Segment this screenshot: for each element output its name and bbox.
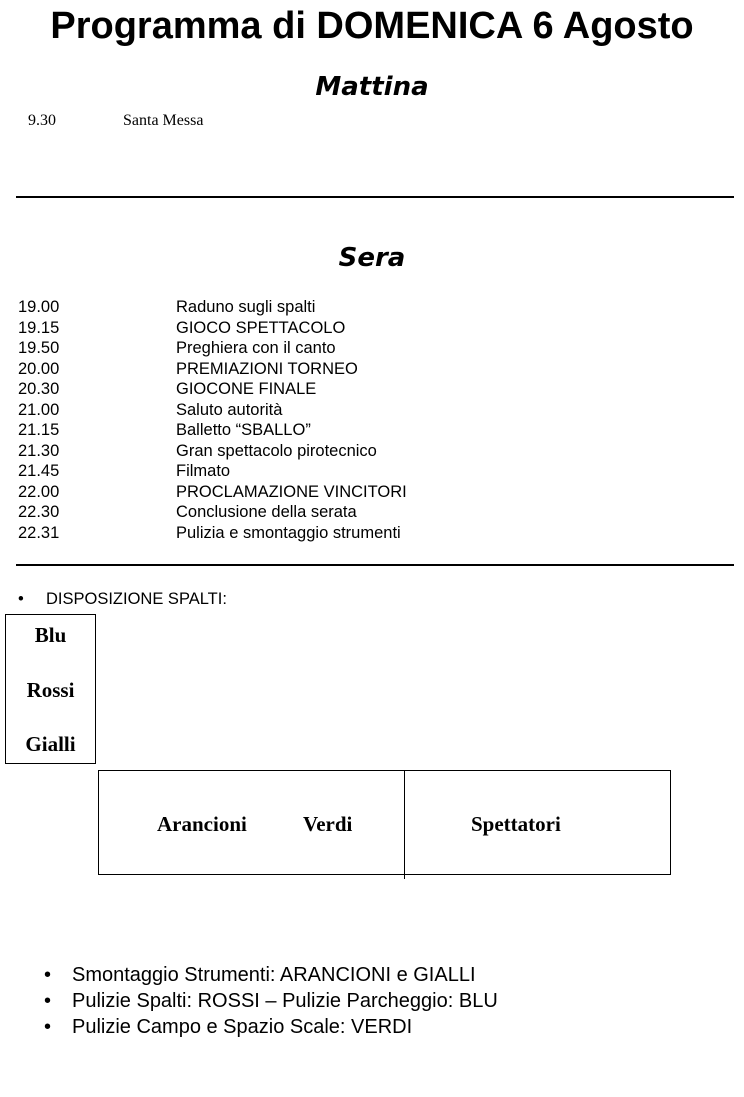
schedule-time: 21.30 [18,441,60,460]
schedule-time: 21.15 [18,421,60,439]
schedule-event: GIOCO SPETTACOLO [176,318,346,337]
mattina-event: Santa Messa [123,112,204,129]
schedule-event: Raduno sugli spalti [176,298,316,316]
schedule-time: 19.15 [18,318,60,337]
spalti-arancioni: Arancioni [157,812,247,836]
schedule-event: Preghiera con il canto [176,339,336,357]
schedule-time: 22.30 [18,503,60,521]
spalti-rossi: Rossi [26,678,75,702]
schedule-time: 19.50 [18,339,60,357]
schedule-event: PREMIAZIONI TORNEO [176,359,358,378]
spalti-divider [404,771,405,879]
schedule-time: 20.30 [18,380,60,398]
schedule-time: 21.00 [18,400,60,419]
spalti-left-box: Blu Rossi Gialli [5,614,96,764]
schedule-time: 19.00 [18,298,60,316]
divider-bottom [16,564,734,566]
schedule-event: Filmato [176,462,231,480]
schedule-time: 21.45 [18,462,60,480]
bullet-icon: • [44,1016,52,1038]
sera-heading: Sera [338,243,406,273]
schedule-time: 20.00 [18,359,60,378]
task-list: •Smontaggio Strumenti: ARANCIONI e GIALL… [44,962,498,1040]
schedule-event: Saluto autorità [176,400,283,419]
list-item: •Pulizie Campo e Spazio Scale: VERDI [44,1016,413,1038]
mattina-time: 9.30 [28,112,56,129]
spalti-spettatori: Spettatori [471,812,561,836]
schedule-event: Pulizia e smontaggio strumenti [176,523,401,542]
bullet-icon: • [18,590,24,608]
schedule-time: 22.00 [18,482,60,501]
list-item: •Pulizie Spalti: ROSSI – Pulizie Parcheg… [44,990,498,1012]
spalti-verdi: Verdi [303,812,353,836]
spalti-gialli: Gialli [25,732,76,756]
divider-top [16,196,734,198]
page-title: Programma di DOMENICA 6 Agosto [50,5,694,47]
list-item: •Smontaggio Strumenti: ARANCIONI e GIALL… [44,964,476,986]
bullet-icon: • [44,964,52,986]
schedule-event: PROCLAMAZIONE VINCITORI [176,482,407,501]
schedule-event: Gran spettacolo pirotecnico [176,441,377,460]
schedule-event: Conclusione della serata [176,503,357,521]
schedule-event: Balletto “SBALLO” [176,421,311,439]
bullet-icon: • [44,990,52,1012]
mattina-heading: Mattina [315,72,429,102]
schedule-event: GIOCONE FINALE [176,380,317,398]
spalti-blu: Blu [34,623,67,647]
spalti-bottom-box: Arancioni Verdi Spettatori [98,770,671,879]
schedule-time: 22.31 [18,523,60,542]
